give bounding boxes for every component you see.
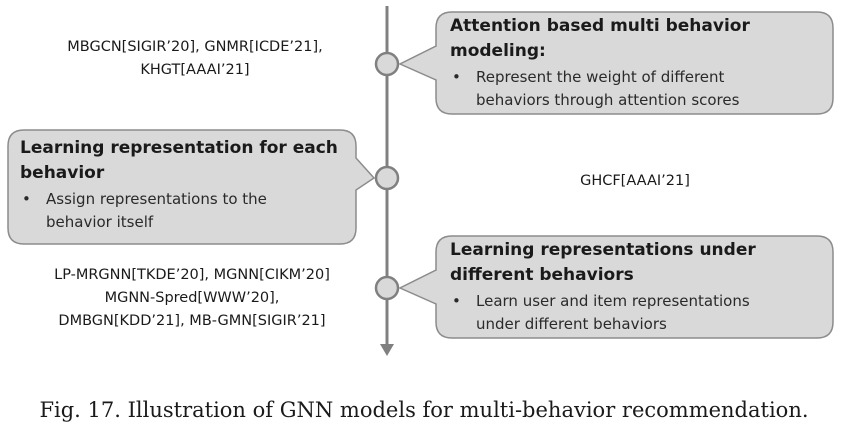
model-group-line: DMBGN[KDD’21], MB-GMN[SIGIR’21] [58,313,326,329]
timeline-arrowhead [380,344,394,356]
timeline-node-1 [374,51,400,77]
timeline-node-3 [374,275,400,301]
callout-title-line: behavior [20,163,105,183]
callout-title-line: modeling: [450,41,546,61]
callout-title-line: Learning representations under [450,240,756,260]
model-group-line: LP-MRGNN[TKDE’20], MGNN[CIKM’20] [54,267,330,283]
callout-title-line: different behaviors [450,265,634,285]
callout-bullet-line: behaviors through attention scores [476,91,740,109]
callout-representations-under: Learning representations under different… [450,238,822,336]
model-group-line: MBGCN[SIGIR’20], GNMR[ICDE’21], [67,39,323,55]
callout-title: Learning representations under different… [450,238,822,288]
model-group-line: GHCF[AAAI’21] [580,173,690,189]
callout-bullet-line: Learn user and item representations [476,292,750,310]
callout-bullet: Represent the weight of different behavi… [450,66,822,112]
callout-title-line: Attention based multi behavior [450,16,750,36]
model-group-line: KHGT[AAAI’21] [140,62,250,78]
timeline-node-2 [374,165,400,191]
callout-bullet-line: Assign representations to the [46,190,267,208]
callout-bullet-line: behavior itself [46,213,154,231]
callout-bullet: Assign representations to the behavior i… [20,188,350,234]
model-group-2: GHCF[AAAI’21] [500,170,770,193]
callout-bullet-line: Represent the weight of different [476,68,725,86]
model-group-line: MGNN-Spred[WWW’20], [104,290,280,306]
callout-title: Learning representation for each behavio… [20,136,350,186]
figure-caption: Fig. 17. Illustration of GNN models for … [39,398,809,422]
callout-attention: Attention based multi behavior modeling:… [450,14,822,112]
callout-bullet-line: under different behaviors [476,315,667,333]
callout-bullet: Learn user and item representations unde… [450,290,822,336]
callout-representation-each: Learning representation for each behavio… [20,136,350,234]
model-group-3: LP-MRGNN[TKDE’20], MGNN[CIKM’20] MGNN-Sp… [8,264,376,333]
callout-title-line: Learning representation for each [20,138,338,158]
model-group-1: MBGCN[SIGIR’20], GNMR[ICDE’21], KHGT[AAA… [30,36,360,82]
callout-title: Attention based multi behavior modeling: [450,14,822,64]
